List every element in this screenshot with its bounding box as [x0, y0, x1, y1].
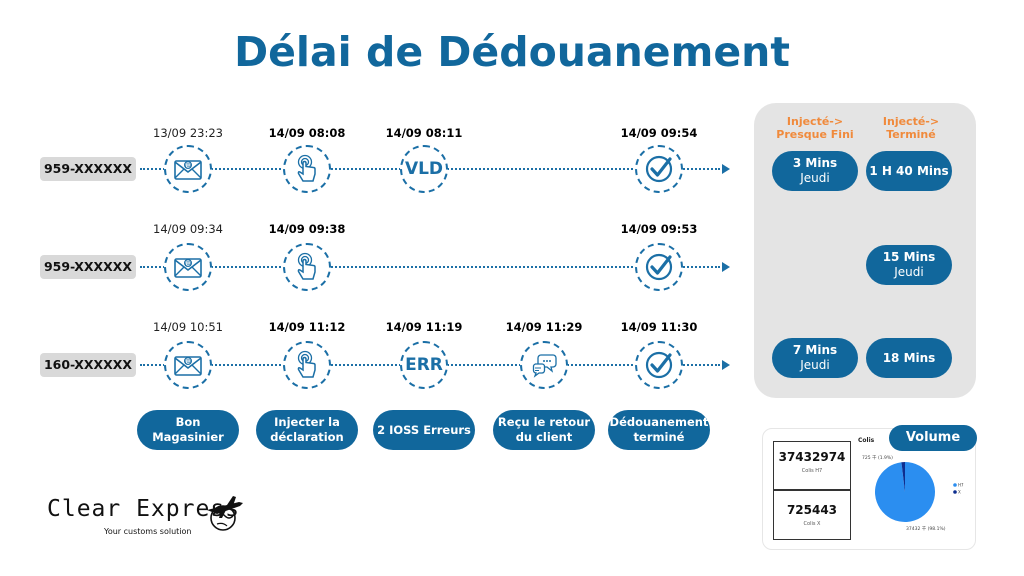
arrow-right-icon	[722, 164, 730, 174]
volume-chart-title: Colis	[858, 437, 875, 444]
duration-day: Jeudi	[800, 171, 830, 185]
awb-number: 959-XXXXXX	[40, 157, 136, 181]
timestamp: 14/09 09:53	[620, 222, 698, 236]
tap-hand-icon	[283, 145, 331, 193]
timestamp: 14/09 11:29	[505, 320, 583, 334]
duration-value: 7 Mins	[792, 343, 838, 357]
stat-label: Colis H7	[801, 468, 823, 474]
duration-day: Jeudi	[894, 265, 924, 279]
envelope-icon: @	[164, 145, 212, 193]
envelope-icon: @	[164, 341, 212, 389]
status-node: VLD	[400, 145, 448, 193]
stat-value: 37432974	[778, 450, 846, 464]
duration-value: 15 Mins	[882, 250, 936, 264]
chat-bubbles-icon	[520, 341, 568, 389]
svg-text:@: @	[185, 260, 191, 267]
legend-swatch	[953, 483, 957, 487]
timestamp: 14/09 10:51	[153, 320, 223, 334]
timestamp: 14/09 08:08	[268, 126, 346, 140]
check-icon	[635, 145, 683, 193]
duration-value: 18 Mins	[882, 350, 936, 365]
step-label-line: 2 IOSS Erreurs	[377, 422, 471, 437]
step-label-line: du client	[515, 430, 573, 444]
stat-box-h7: 37432974 Colis H7	[773, 441, 851, 490]
step-label-line: Injecter la	[274, 415, 340, 429]
stat-value: 725443	[786, 503, 838, 517]
page-title: Délai de Dédouanement	[234, 28, 790, 76]
timestamp: 14/09 09:34	[153, 222, 223, 236]
step-label-line: Bon	[175, 415, 201, 429]
step-label: 2 IOSS Erreurs	[373, 410, 475, 450]
pie-data-label: 725 千 (1.9%)	[862, 454, 893, 461]
duration-day: Jeudi	[800, 358, 830, 372]
arrow-right-icon	[722, 360, 730, 370]
envelope-icon: @	[164, 243, 212, 291]
stat-label: Colis X	[803, 521, 821, 527]
stat-box-x: 725443 Colis X	[773, 490, 851, 540]
timestamp: 14/09 09:54	[620, 126, 698, 140]
duration-header: Injecté->Presque Fini	[772, 115, 858, 141]
duration-header-line: Injecté->	[786, 115, 844, 128]
step-label-line: Reçu le retour	[497, 415, 591, 429]
duration-header: Injecté->Terminé	[868, 115, 954, 141]
timestamp: 14/09 11:30	[620, 320, 698, 334]
plane-globe-icon	[207, 496, 243, 531]
tap-hand-icon	[283, 243, 331, 291]
status-node: ERR	[400, 341, 448, 389]
step-label-line: déclaration	[270, 430, 344, 444]
step-label-line: Dédouanement	[609, 415, 709, 429]
duration-value: 3 Mins	[792, 156, 838, 170]
timestamp: 14/09 11:19	[385, 320, 463, 334]
duration-value: 1 H 40 Mins	[869, 163, 949, 178]
svg-text:@: @	[185, 162, 191, 169]
duration-pill: 18 Mins	[866, 338, 952, 378]
logo-text: Clear Express	[47, 496, 241, 522]
duration-header-line: Injecté->	[882, 115, 940, 128]
awb-number: 959-XXXXXX	[40, 255, 136, 279]
timestamp: 14/09 11:12	[268, 320, 346, 334]
check-icon	[635, 341, 683, 389]
pie-slice-x	[901, 462, 905, 492]
timestamp: 14/09 08:11	[385, 126, 463, 140]
pie-data-label: 37432 千 (98.1%)	[906, 525, 946, 532]
duration-header-line: Terminé	[886, 128, 936, 141]
timestamp: 14/09 09:38	[268, 222, 346, 236]
tap-hand-icon	[283, 341, 331, 389]
step-label-line: Magasinier	[152, 430, 224, 444]
logo-tagline: Your customs solution	[104, 527, 192, 536]
check-icon	[635, 243, 683, 291]
timeline-line	[140, 266, 720, 268]
svg-text:@: @	[185, 358, 191, 365]
legend-label: H7	[958, 483, 964, 488]
duration-pill: 1 H 40 Mins	[866, 151, 952, 191]
volume-pie-chart: 725 千 (1.9%) 37432 千 (98.1%) H7X	[862, 454, 964, 532]
arrow-right-icon	[722, 262, 730, 272]
legend-swatch	[953, 490, 957, 494]
status-code: VLD	[404, 159, 444, 179]
volume-title: Volume	[889, 425, 977, 451]
awb-number: 160-XXXXXX	[40, 353, 136, 377]
timestamp: 13/09 23:23	[153, 126, 223, 140]
step-label-line: terminé	[633, 430, 685, 444]
status-code: ERR	[405, 355, 443, 375]
duration-header-line: Presque Fini	[776, 128, 854, 141]
legend-label: X	[958, 490, 961, 495]
